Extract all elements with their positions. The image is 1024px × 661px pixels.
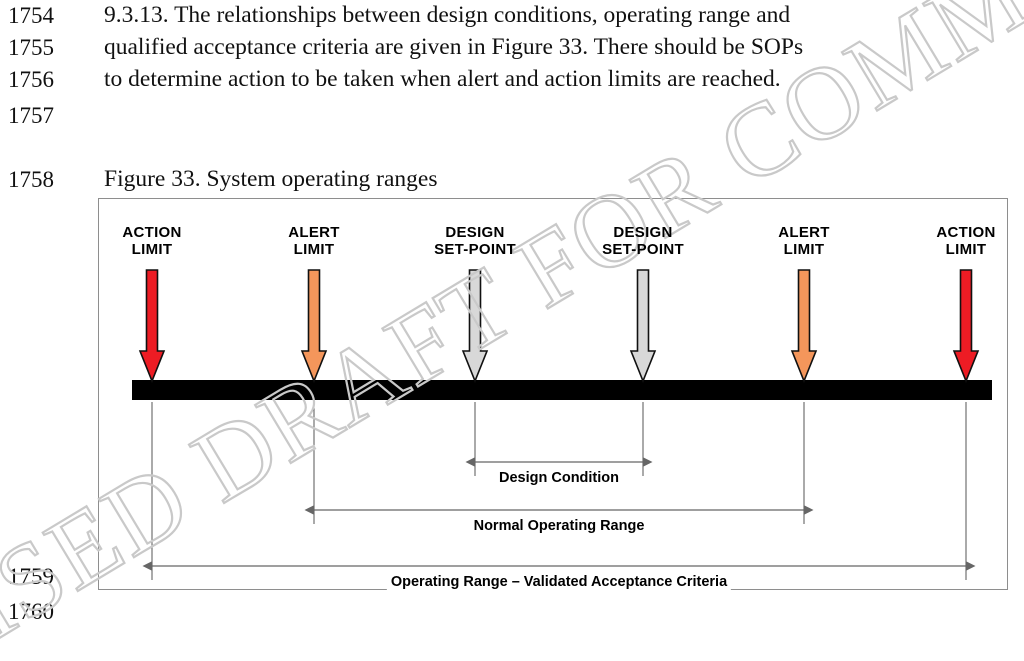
line-number: 1759 bbox=[8, 564, 54, 589]
line-number: 1757 bbox=[8, 103, 54, 128]
line-number: 1756 bbox=[8, 67, 54, 92]
range-dimension-group bbox=[142, 402, 976, 580]
line-number: 1754 bbox=[8, 3, 54, 28]
paragraph-line-3: to determine action to be taken when ale… bbox=[104, 66, 781, 92]
down-arrow-6 bbox=[952, 269, 980, 384]
down-arrow-5 bbox=[790, 269, 818, 384]
figure-caption: Figure 33. System operating ranges bbox=[104, 166, 438, 192]
operating-bar bbox=[132, 380, 992, 400]
paragraph-line-2: qualified acceptance criteria are given … bbox=[104, 34, 804, 60]
line-number: 1760 bbox=[8, 599, 54, 624]
paragraph-line-1: 9.3.13. The relationships between design… bbox=[104, 2, 791, 28]
down-arrow-3 bbox=[461, 269, 489, 384]
down-arrow-4 bbox=[629, 269, 657, 384]
figure-diagram bbox=[132, 269, 992, 580]
down-arrow-1 bbox=[138, 269, 166, 384]
marker-arrows-group bbox=[138, 269, 980, 384]
down-arrow-2 bbox=[300, 269, 328, 384]
line-number: 1758 bbox=[8, 167, 54, 192]
line-number: 1755 bbox=[8, 35, 54, 60]
